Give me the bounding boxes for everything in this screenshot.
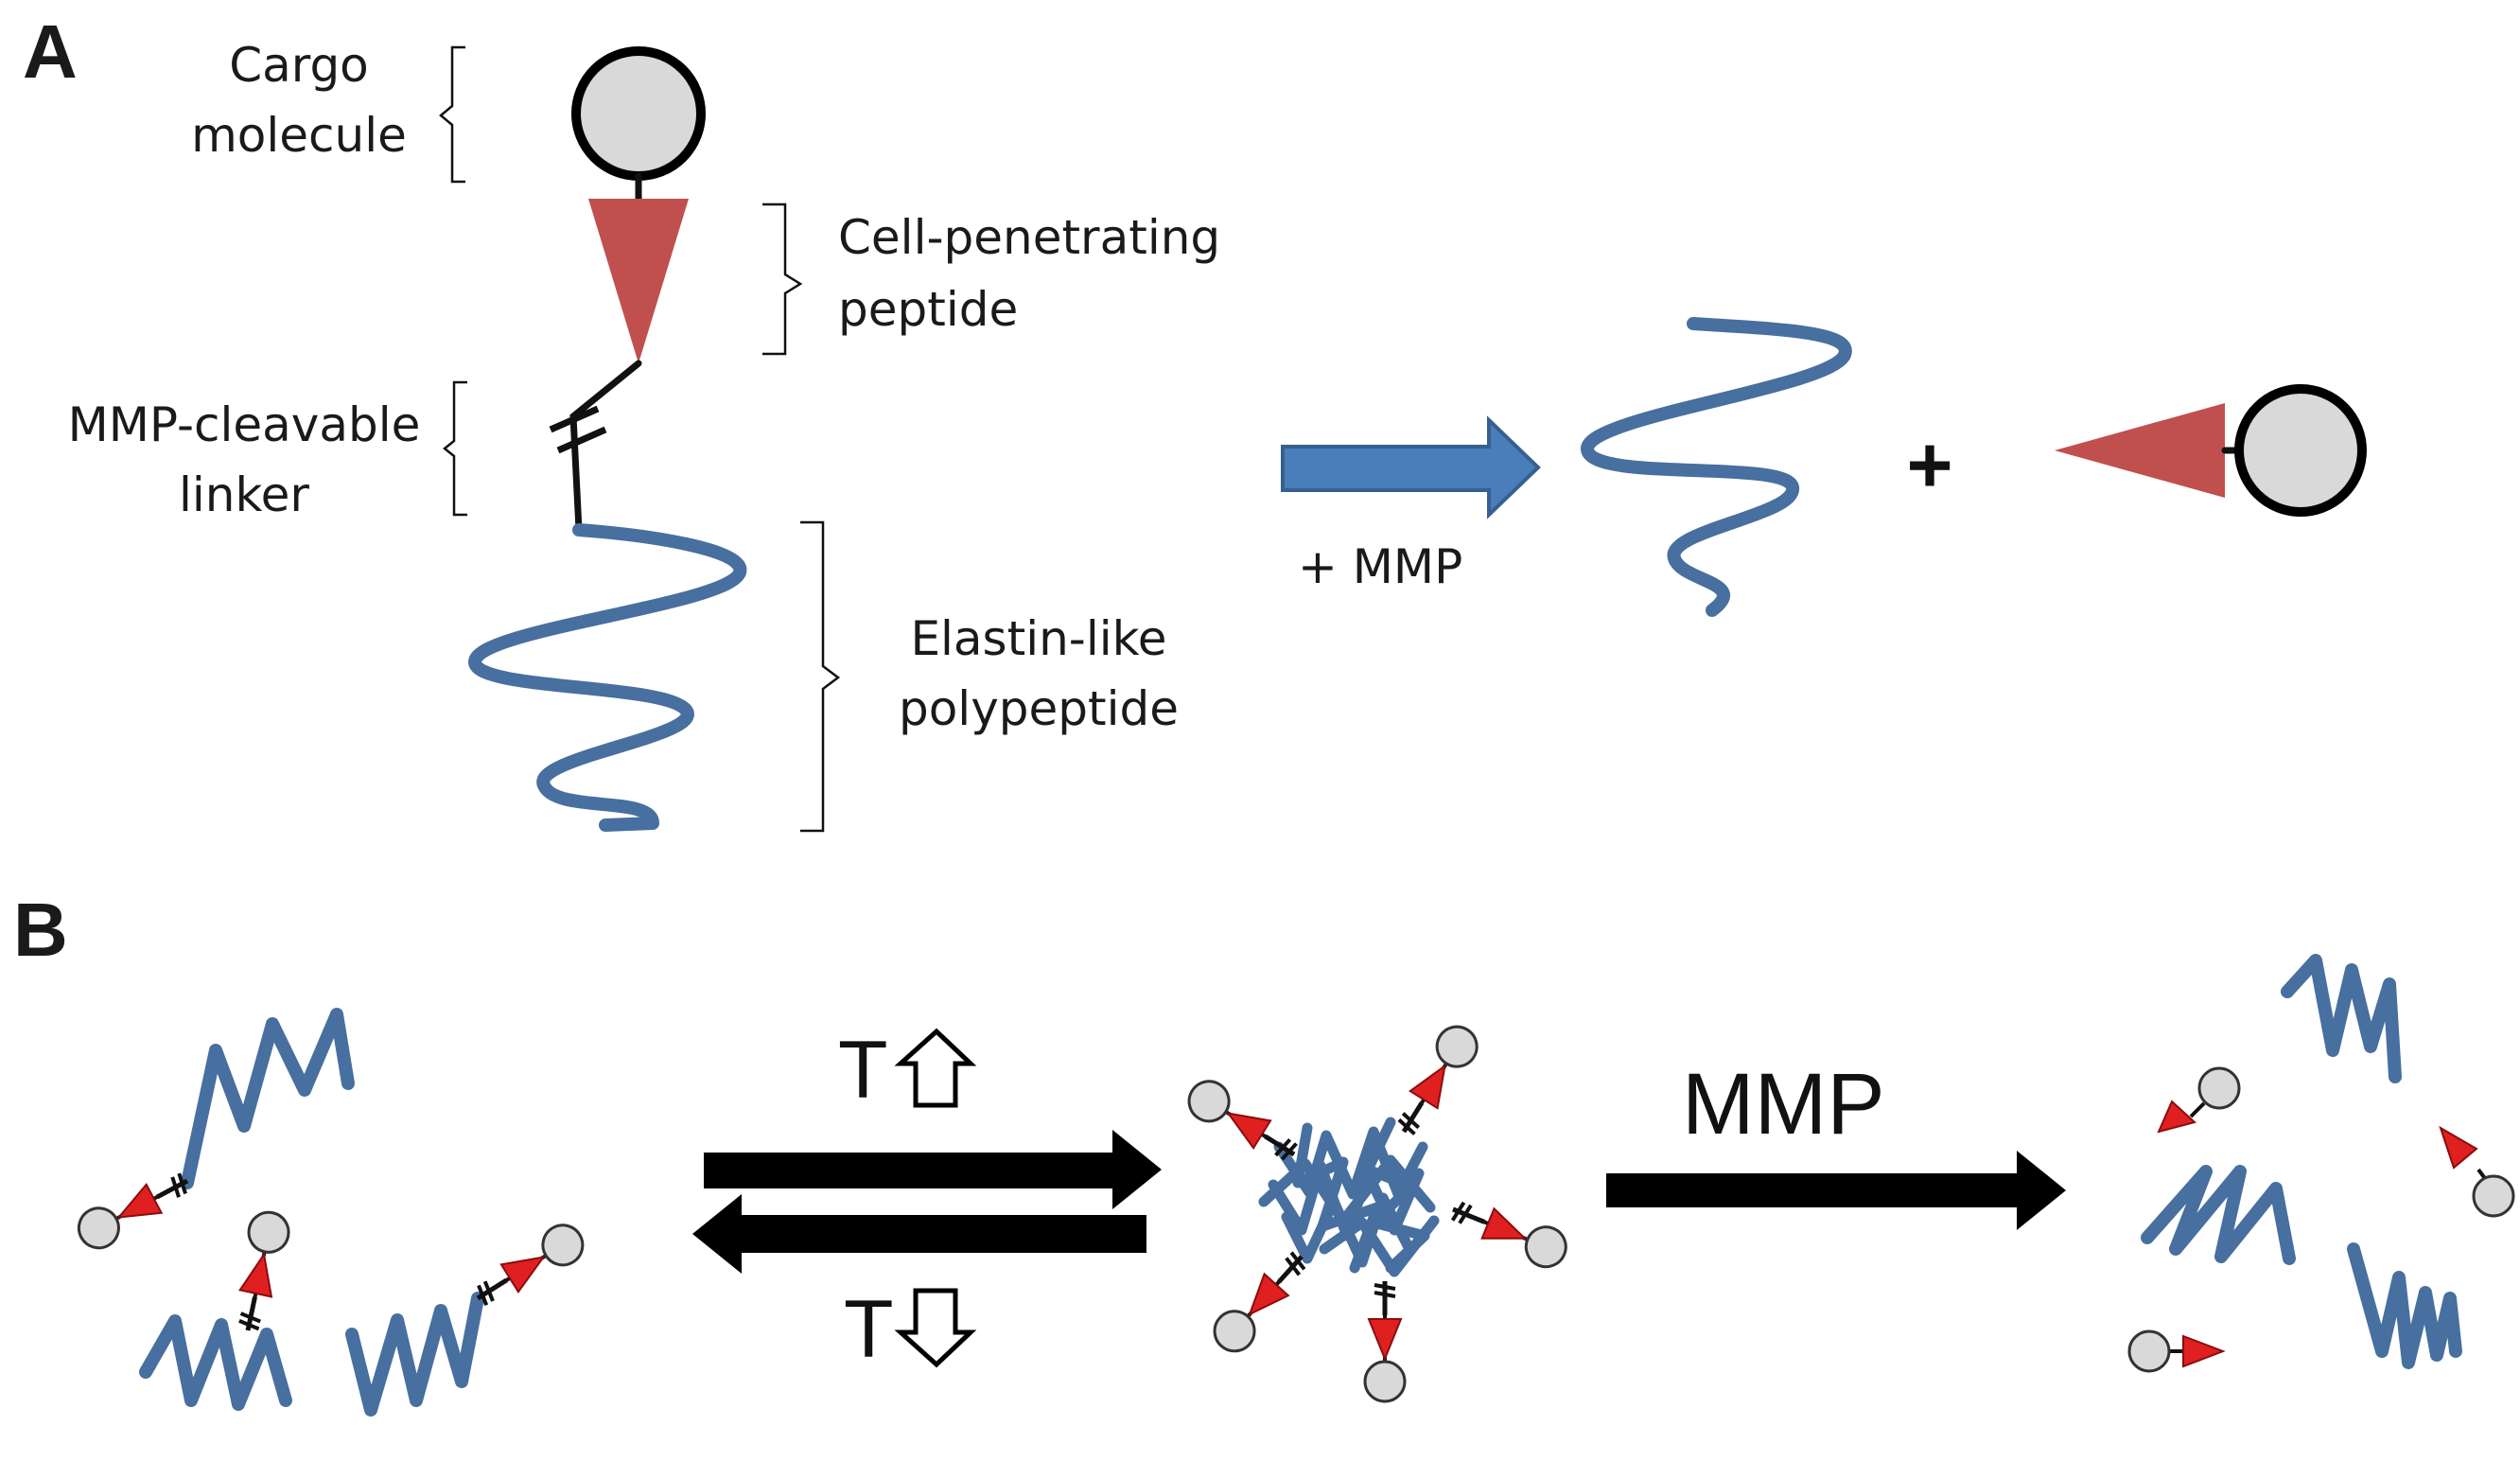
- cargo-molecule-label: molecule: [191, 108, 407, 163]
- linker-label: linker: [179, 467, 309, 522]
- mmp-arrow-label: + MMP: [1298, 539, 1462, 594]
- panel-a-letter: A: [23, 9, 78, 94]
- cooling-label: T: [844, 1284, 894, 1375]
- cpp-label: peptide: [838, 282, 1018, 337]
- aggregate-cargo-unit: [1387, 1019, 1484, 1142]
- free-cargo-unit: [72, 1163, 197, 1255]
- released-cargo-unit: [2157, 1066, 2241, 1134]
- released-cargo-unit: [2127, 1329, 2226, 1373]
- aggregate-cargo-unit: [1445, 1191, 1571, 1274]
- heating-arrow: [704, 1130, 1162, 1209]
- linker-line: [569, 360, 642, 534]
- linker-label: MMP-cleavable: [68, 397, 421, 452]
- cpp-bracket: [762, 202, 803, 356]
- cooling-arrow: [692, 1194, 1146, 1274]
- cleaved-elp-chain: [2281, 954, 2402, 1083]
- released-cargo-unit: [2439, 1125, 2515, 1218]
- mmp-label: MMP: [1682, 1056, 1885, 1153]
- elastin-like-polypeptide-chain: [468, 523, 747, 832]
- cleaved-elp-chain: [2141, 1165, 2296, 1265]
- cleaved-elp-chain: [1581, 317, 1852, 617]
- cleaved-elp-chain: [2347, 1242, 2462, 1369]
- elp-label: Elastin-like: [910, 611, 1166, 666]
- heating-label: T: [838, 1025, 888, 1116]
- heat-up-arrow-icon: [894, 1028, 977, 1108]
- plus-sign: +: [1906, 420, 1952, 509]
- cargo-molecule-circle: [571, 46, 706, 181]
- panel-b-letter: B: [13, 888, 68, 972]
- free-elp-chain: [139, 1314, 292, 1411]
- mmp-reaction-arrow: [1606, 1151, 2066, 1230]
- cargo-bracket: [439, 45, 465, 184]
- linker-bracket: [442, 380, 467, 517]
- aggregate-cargo-unit: [1365, 1281, 1405, 1401]
- free-cargo-unit: [467, 1218, 590, 1315]
- elp-label: polypeptide: [899, 681, 1179, 736]
- linker-cut-mark: [549, 405, 600, 433]
- mmp-cleavage-arrow: [1281, 415, 1541, 519]
- released-cargo-circle: [2234, 384, 2367, 517]
- free-cargo-unit: [228, 1208, 291, 1334]
- elp-bracket: [800, 520, 841, 833]
- cell-penetrating-peptide-triangle: [588, 199, 689, 363]
- cargo-molecule-label: Cargo: [229, 38, 369, 93]
- free-elp-chain: [181, 1008, 355, 1189]
- released-cpp-triangle: [2055, 403, 2225, 498]
- elp-aggregate: [1258, 1117, 1440, 1277]
- cool-down-arrow-icon: [894, 1288, 977, 1368]
- linker-cut-mark: [556, 426, 607, 454]
- free-elp-chain: [345, 1292, 484, 1417]
- aggregate-cargo-unit: [1181, 1074, 1304, 1171]
- aggregate-cargo-unit: [1206, 1243, 1316, 1359]
- cpp-label: Cell-penetrating: [838, 210, 1220, 265]
